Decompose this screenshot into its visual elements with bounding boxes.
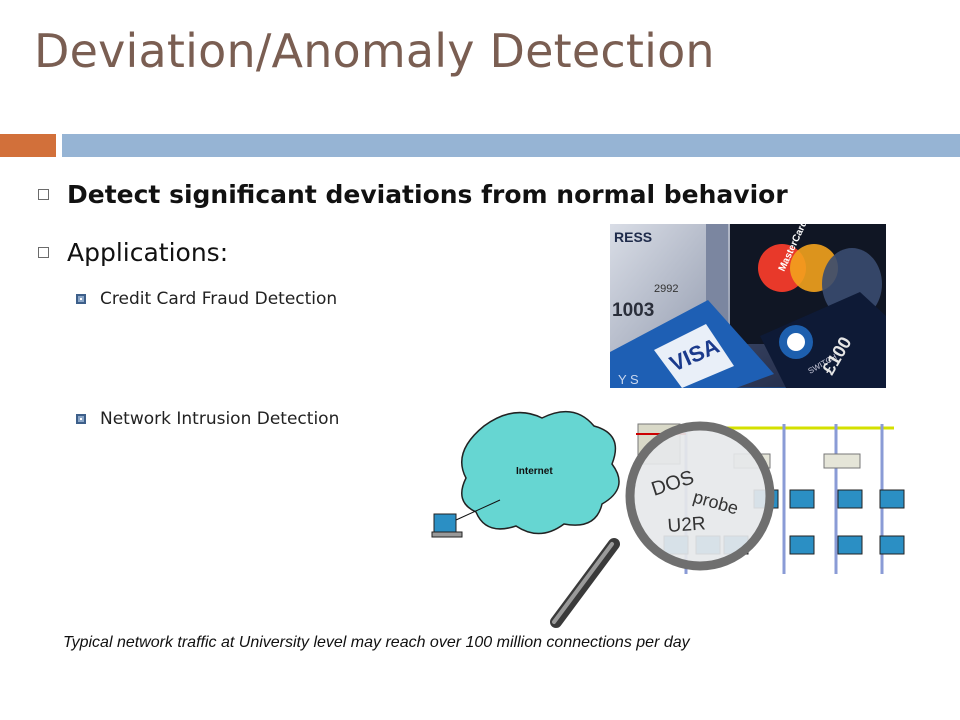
bullet-text: Applications: — [67, 238, 229, 267]
lens-label-u2r: U2R — [667, 513, 706, 537]
internet-cloud — [461, 410, 620, 535]
bullet-applications: Applications: — [38, 238, 228, 267]
bullet-square-icon — [38, 247, 49, 258]
credit-cards-image: RESS 2992 1003 MasterCard SWITCH £100 VI… — [610, 224, 886, 388]
bullet-square-icon — [38, 189, 49, 200]
subbullet-square-icon — [76, 294, 86, 304]
accent-bar-blue — [62, 134, 960, 157]
traffic-caption: Typical network traffic at University le… — [63, 634, 690, 651]
network-intrusion-image: Internet DOS probe U2R — [431, 410, 916, 628]
bullet-detect: Detect significant deviations from norma… — [38, 180, 788, 209]
card-number-large: 1003 — [612, 300, 654, 321]
subbullet-square-icon — [76, 414, 86, 424]
slide-title: Deviation/Anomaly Detection — [34, 24, 715, 78]
magnifying-glass-icon: DOS probe U2R — [550, 421, 775, 628]
bullet-text: Detect significant deviations from norma… — [67, 180, 788, 209]
subbullet-text: Network Intrusion Detection — [100, 409, 340, 429]
remote-computer-icon — [433, 513, 457, 533]
subbullet-text: Credit Card Fraud Detection — [100, 289, 338, 309]
internet-label: Internet — [516, 466, 553, 477]
card-number-small: 2992 — [654, 283, 678, 295]
accent-bar-orange — [0, 134, 56, 157]
subbullet-network: Network Intrusion Detection — [76, 409, 339, 429]
card-ress-text: RESS — [614, 229, 652, 245]
subbullet-credit-card: Credit Card Fraud Detection — [76, 289, 337, 309]
card-ys-text: Y S — [618, 372, 639, 387]
